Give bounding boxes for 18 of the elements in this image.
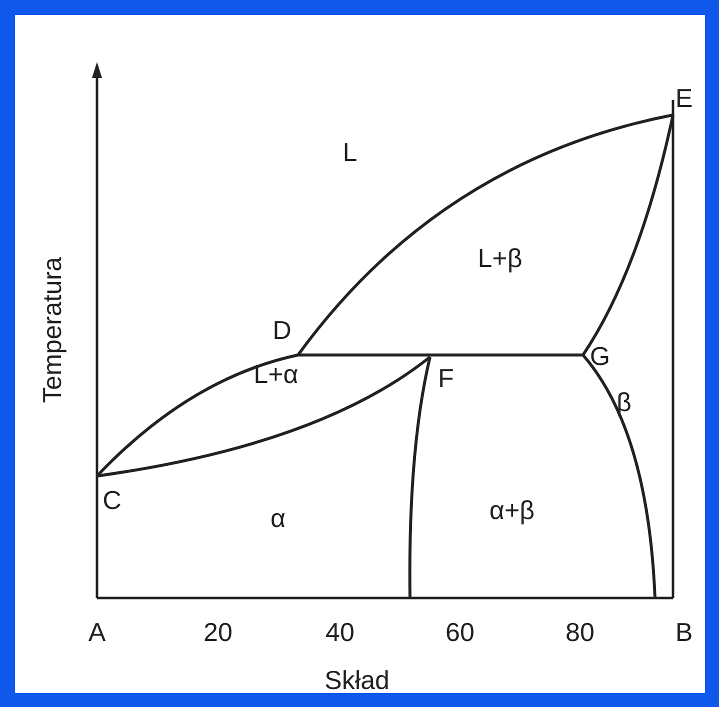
phase-label: α+β — [489, 497, 535, 523]
point-label: G — [590, 343, 610, 369]
axis-tick-label: A — [88, 619, 106, 645]
axis-tick-label: B — [675, 619, 693, 645]
phase-label: L+β — [478, 245, 522, 271]
axis-tick-label: 60 — [446, 619, 474, 645]
axis-title: Temperatura — [39, 257, 65, 403]
phase-label: L — [342, 139, 358, 165]
phase-label: L+α — [254, 361, 298, 387]
point-label: C — [102, 487, 122, 513]
axis-tick-label: 20 — [204, 619, 232, 645]
axis-tick-label: 80 — [566, 619, 594, 645]
point-label: D — [272, 317, 292, 343]
point-label: F — [438, 365, 454, 391]
axis-title: Skład — [324, 667, 390, 693]
point-label: E — [675, 85, 693, 111]
axis-tick-label: 40 — [326, 619, 354, 645]
phase-label: α — [270, 505, 286, 531]
